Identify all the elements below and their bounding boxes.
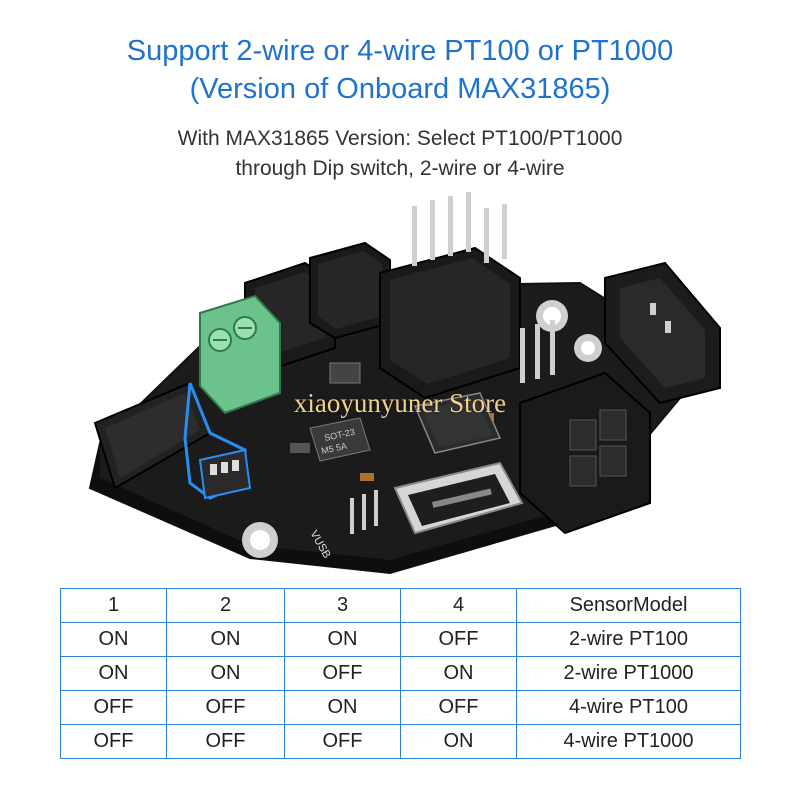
table-header-row: 1 2 3 4 SensorModel — [60, 588, 741, 623]
table-row: OFF OFF OFF ON 4-wire PT1000 — [60, 724, 741, 759]
description-line-2: through Dip switch, 2-wire or 4-wire — [235, 157, 565, 180]
table-row: ON ON ON OFF 2-wire PT100 — [60, 622, 741, 657]
mcu-chip — [413, 392, 502, 454]
table-row: OFF OFF ON OFF 4-wire PT100 — [60, 690, 741, 725]
cell-switch-4: OFF — [400, 690, 517, 725]
store-watermark: xiaoyunyuner Store — [293, 388, 507, 418]
cell-switch-2: OFF — [166, 690, 285, 725]
header-sensor-model: SensorModel — [516, 588, 741, 623]
cell-switch-2: OFF — [166, 724, 285, 759]
cell-switch-1: ON — [60, 622, 167, 657]
header-switch-4: 4 — [400, 588, 517, 623]
cell-switch-1: ON — [60, 656, 167, 691]
dip-switch — [183, 382, 252, 500]
dip-switch-table: 1 2 3 4 SensorModel ON ON ON OFF 2-wire … — [60, 588, 741, 759]
page-title: Support 2-wire or 4-wire PT100 or PT1000… — [0, 32, 800, 108]
usb-c-port — [393, 461, 524, 535]
cell-sensor-model: 4-wire PT1000 — [516, 724, 741, 759]
table-row: ON ON OFF ON 2-wire PT1000 — [60, 656, 741, 691]
cell-switch-3: OFF — [284, 656, 401, 691]
cell-switch-1: OFF — [60, 690, 167, 725]
sot-chip — [309, 417, 371, 462]
cell-sensor-model: 2-wire PT1000 — [516, 656, 741, 691]
cell-switch-4: ON — [400, 724, 517, 759]
product-image: SOT-23 M5 5A VUSB — [60, 188, 760, 580]
screw-terminal — [199, 294, 281, 415]
cell-switch-3: ON — [284, 690, 401, 725]
header-switch-2: 2 — [166, 588, 285, 623]
cell-switch-3: ON — [284, 622, 401, 657]
cell-switch-1: OFF — [60, 724, 167, 759]
header-pins — [412, 192, 507, 266]
description-line-1: With MAX31865 Version: Select PT100/PT10… — [177, 127, 623, 150]
description: With MAX31865 Version: Select PT100/PT10… — [0, 124, 800, 184]
header-switch-3: 3 — [284, 588, 401, 623]
jst-connectors — [244, 241, 521, 400]
cell-sensor-model: 4-wire PT100 — [516, 690, 741, 725]
power-connector — [519, 371, 651, 535]
cell-switch-3: OFF — [284, 724, 401, 759]
cell-switch-4: OFF — [400, 622, 517, 657]
vertical-connector — [604, 261, 721, 405]
dip-switch-table-container: 1 2 3 4 SensorModel ON ON ON OFF 2-wire … — [60, 588, 741, 759]
title-line-1: Support 2-wire or 4-wire PT100 or PT1000 — [126, 35, 674, 67]
cell-switch-4: ON — [400, 656, 517, 691]
pcb-board-illustration: SOT-23 M5 5A VUSB — [88, 192, 721, 575]
cell-switch-2: ON — [166, 622, 285, 657]
header-switch-1: 1 — [60, 588, 167, 623]
cell-sensor-model: 2-wire PT100 — [516, 622, 741, 657]
title-line-2: (Version of Onboard MAX31865) — [189, 73, 611, 105]
cell-switch-2: ON — [166, 656, 285, 691]
